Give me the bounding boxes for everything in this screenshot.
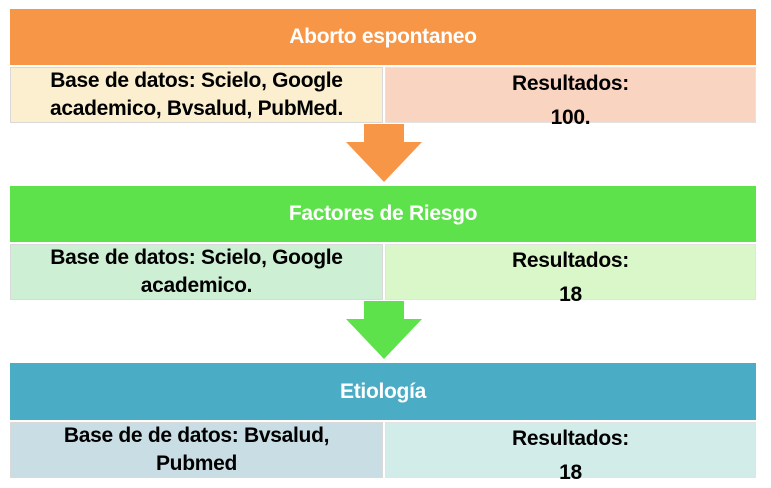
stage-1-title: Aborto espontaneo xyxy=(289,25,477,48)
stage-1-results: Resultados: 100. xyxy=(385,67,756,129)
stage-2-results-label: Resultados: xyxy=(512,249,629,272)
down-arrow-icon xyxy=(346,124,422,182)
stage-3-sources-text: Base de de datos: Bvsalud, Pubmed xyxy=(63,424,330,475)
stage-3-results: Resultados: 18 xyxy=(385,422,756,484)
stage-3-title: Etiología xyxy=(340,379,426,403)
stage-2-sources: Base de datos: Scielo, Google academico. xyxy=(10,244,383,300)
stage-2-sources-text: Base de datos: Scielo, Google academico. xyxy=(50,246,343,297)
stage-2-header: Factores de Riesgo xyxy=(10,186,756,242)
stage-1-sources-text: Base de datos: Scielo, Google academico,… xyxy=(50,69,343,120)
stage-1-results-value: 100. xyxy=(550,106,591,129)
stage-3-header: Etiología xyxy=(10,363,756,420)
stage-2-results-value: 18 xyxy=(559,283,582,306)
down-arrow-icon xyxy=(346,301,422,359)
stage-1-header: Aborto espontaneo xyxy=(10,9,756,65)
stage-3-results-value: 18 xyxy=(559,461,582,484)
stage-3-sources: Base de de datos: Bvsalud, Pubmed xyxy=(10,422,383,478)
stage-2-results: Resultados: 18 xyxy=(385,244,756,306)
stage-1-results-label: Resultados: xyxy=(512,72,629,95)
stage-3-results-label: Resultados: xyxy=(512,427,629,450)
stage-1-sources: Base de datos: Scielo, Google academico,… xyxy=(10,67,383,123)
stage-2-title: Factores de Riesgo xyxy=(288,202,478,225)
